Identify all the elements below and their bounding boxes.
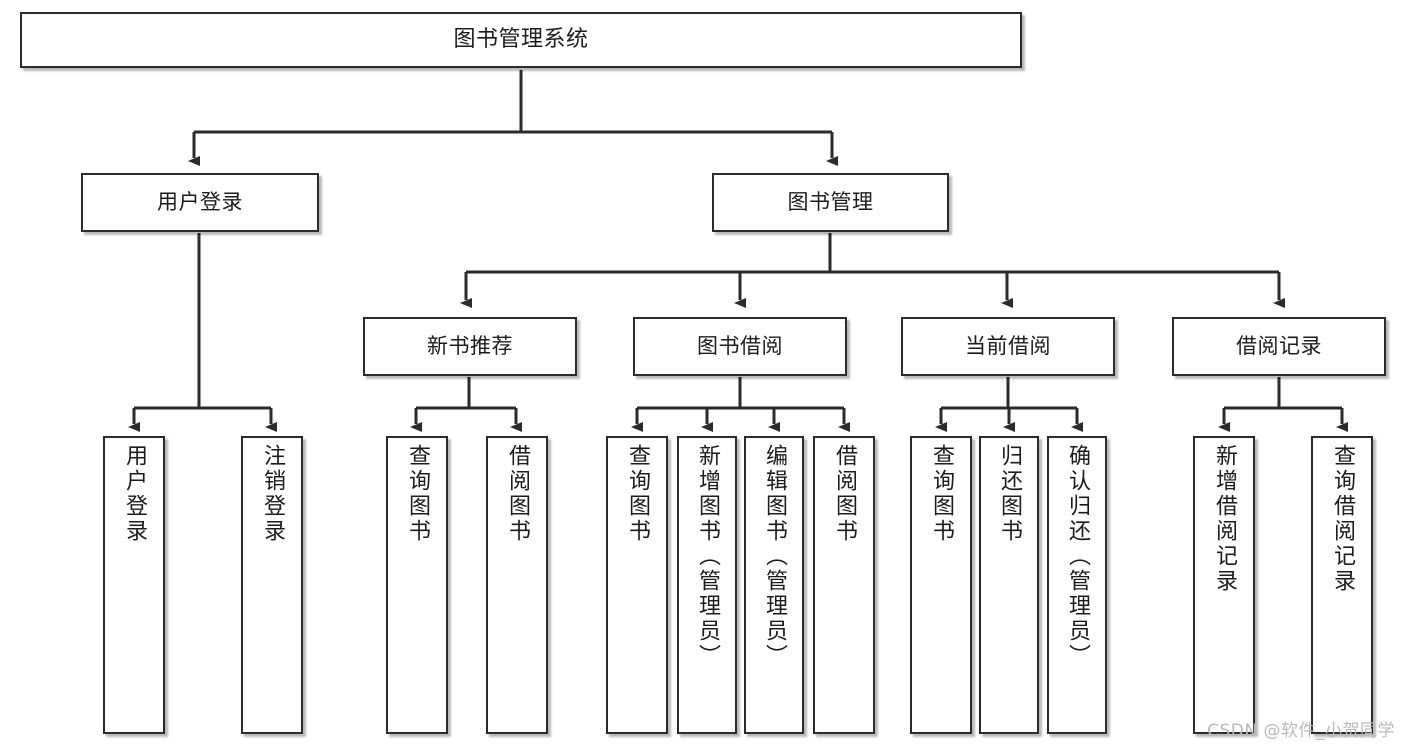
node-label: 借阅图书 [505,444,530,544]
node-label: 查询图书 [625,444,650,544]
leaf-return-book[interactable]: 归还图书 [979,436,1039,734]
leaf-add-book-admin[interactable]: 新增图书（管理员） [677,436,737,734]
node-label: 图书借阅 [697,334,783,359]
node-book-management[interactable]: 图书管理 [712,173,949,232]
node-label: 查询图书 [929,444,954,544]
node-user-login[interactable]: 用户登录 [81,173,319,232]
leaf-confirm-return-admin[interactable]: 确认归还（管理员） [1047,436,1107,734]
leaf-borrow-book[interactable]: 借阅图书 [813,436,875,734]
leaf-query-book-recommend[interactable]: 查询图书 [386,436,448,734]
node-label: 查询图书 [405,444,430,544]
node-label: 新书推荐 [427,334,513,359]
leaf-user-login[interactable]: 用户登录 [103,436,165,734]
node-label: 用户登录 [122,444,147,544]
node-label: 借阅图书 [832,444,857,544]
leaf-query-borrow-record[interactable]: 查询借阅记录 [1311,436,1373,734]
leaf-query-book-current[interactable]: 查询图书 [910,436,972,734]
leaf-add-borrow-record[interactable]: 新增借阅记录 [1193,436,1255,734]
leaf-edit-book-admin[interactable]: 编辑图书（管理员） [744,436,804,734]
node-new-book-recommend[interactable]: 新书推荐 [363,317,577,376]
node-label: 图书管理系统 [453,27,589,53]
node-label: 新增借阅记录 [1212,444,1237,594]
node-book-borrow[interactable]: 图书借阅 [633,317,847,376]
node-label: 确认归还（管理员） [1065,444,1090,669]
node-label: 归还图书 [997,444,1022,544]
node-label: 注销登录 [260,444,285,544]
node-label: 当前借阅 [965,334,1051,359]
node-label: 借阅记录 [1236,334,1322,359]
node-label: 新增图书（管理员） [695,444,720,669]
node-label: 查询借阅记录 [1330,444,1355,594]
node-label: 编辑图书（管理员） [762,444,787,669]
node-borrow-records[interactable]: 借阅记录 [1172,317,1386,376]
node-current-borrow[interactable]: 当前借阅 [901,317,1115,376]
node-root-system[interactable]: 图书管理系统 [20,12,1022,68]
node-label: 图书管理 [787,190,874,215]
node-label: 用户登录 [157,190,243,215]
leaf-borrow-book-recommend[interactable]: 借阅图书 [486,436,548,734]
leaf-query-book-borrow[interactable]: 查询图书 [606,436,668,734]
leaf-logout[interactable]: 注销登录 [241,436,303,734]
